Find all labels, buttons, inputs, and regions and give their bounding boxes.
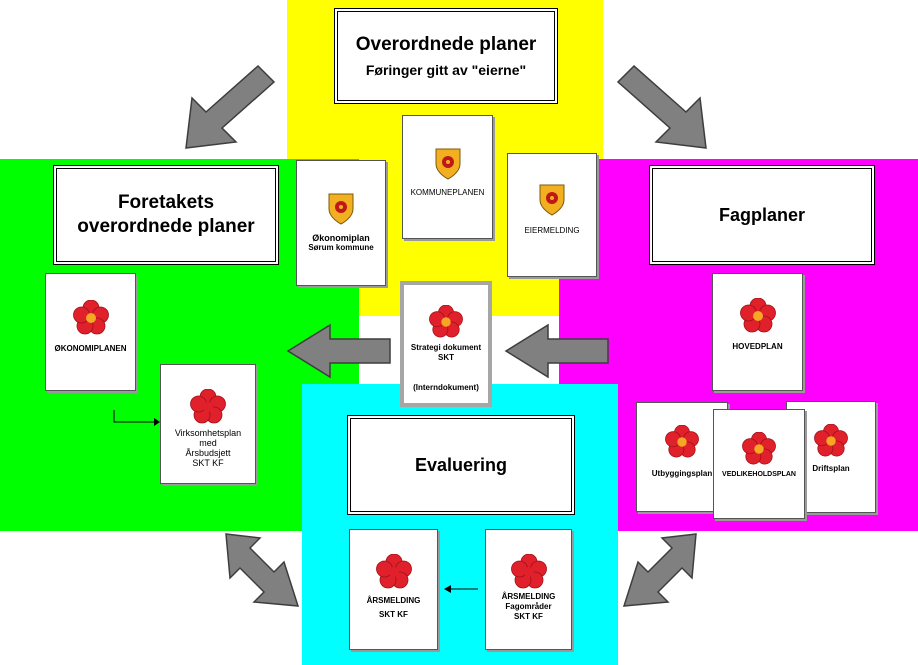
card-eiermelding: EIERMELDING bbox=[507, 153, 597, 277]
card-hovedplan-label: HOVEDPLAN bbox=[732, 342, 783, 351]
arrow-center-to-left bbox=[286, 323, 391, 379]
card-arsmelding: ÅRSMELDING SKT KF bbox=[349, 529, 438, 650]
arrow-top-left bbox=[185, 64, 276, 149]
card-arsmelding-line2: SKT KF bbox=[379, 610, 408, 619]
card-utbyggingsplan-label: Utbyggingsplan bbox=[651, 469, 713, 478]
card-hovedplan: HOVEDPLAN bbox=[712, 273, 803, 391]
top-title: Overordnede planer bbox=[355, 34, 537, 55]
card-arsmelding-line1: ÅRSMELDING bbox=[366, 596, 421, 605]
card-okonomiplanen: ØKONOMIPLANEN bbox=[45, 273, 136, 391]
rose-icon bbox=[739, 298, 776, 334]
bottom-title-box: Evaluering bbox=[350, 418, 572, 512]
card-vedlikeholdsplan-label: VEDLIKEHOLDSPLAN bbox=[722, 471, 796, 478]
rose-icon bbox=[375, 554, 412, 590]
strategy-line1: Strategi dokument bbox=[410, 343, 482, 352]
rose-icon bbox=[665, 425, 699, 459]
left-title-box: Foretakets overordnede planer bbox=[56, 168, 276, 262]
card-eiermelding-label: EIERMELDING bbox=[524, 226, 580, 235]
card-virksomhetsplan-line3: Årsbudsjett bbox=[185, 448, 231, 458]
card-kommuneplan: KOMMUNEPLANEN bbox=[402, 115, 493, 239]
top-subtitle: Føringer gitt av "eierne" bbox=[365, 62, 527, 78]
strategy-line2: SKT bbox=[438, 353, 454, 362]
strategy-note: (Interndokument) bbox=[413, 383, 479, 392]
card-kommuneplan-label: KOMMUNEPLANEN bbox=[410, 188, 485, 197]
shield-icon bbox=[539, 184, 565, 216]
shield-icon bbox=[435, 148, 461, 180]
card-vedlikeholdsplan: VEDLIKEHOLDSPLAN bbox=[713, 409, 805, 519]
right-title-box: Fagplaner bbox=[652, 168, 872, 262]
rose-icon bbox=[190, 389, 226, 425]
rose-icon bbox=[814, 424, 848, 458]
rose-icon bbox=[510, 554, 547, 590]
left-title-line1: Foretakets bbox=[117, 192, 215, 213]
bottom-title: Evaluering bbox=[414, 454, 508, 475]
connector-arrow-icon bbox=[113, 410, 160, 426]
card-virksomhetsplan-line2: med bbox=[199, 438, 217, 448]
card-okonomiplanen-label: ØKONOMIPLANEN bbox=[54, 344, 127, 353]
card-arsmelding-fagomrader: ÅRSMELDING Fagområder SKT KF bbox=[485, 529, 572, 650]
arrow-right-to-center bbox=[504, 323, 609, 379]
arrow-top-right bbox=[616, 64, 707, 149]
card-okonomiplan-line1: Økonomiplan bbox=[312, 233, 370, 243]
card-okonomiplan-kommune: Økonomiplan Sørum kommune bbox=[296, 160, 386, 286]
card-virksomhetsplan: Virksomhetsplan med Årsbudsjett SKT KF bbox=[160, 364, 256, 484]
card-okonomiplan-line2: Sørum kommune bbox=[308, 243, 374, 252]
card-arsmelding-fag-line2: Fagområder bbox=[505, 602, 552, 611]
shield-icon bbox=[328, 193, 354, 225]
arrow-bottom-left-double bbox=[225, 533, 300, 607]
strategy-document-card: Strategi dokument SKT (Interndokument) bbox=[400, 281, 492, 407]
left-title-line2: overordnede planer bbox=[77, 216, 255, 237]
rose-icon bbox=[72, 300, 109, 336]
card-virksomhetsplan-line1: Virksomhetsplan bbox=[174, 428, 242, 438]
arrow-bottom-right-double bbox=[622, 533, 697, 607]
card-virksomhetsplan-line4: SKT KF bbox=[192, 458, 224, 468]
card-driftsplan-label: Driftsplan bbox=[812, 464, 850, 473]
card-utbyggingsplan: Utbyggingsplan bbox=[636, 402, 728, 512]
rose-icon bbox=[742, 432, 776, 466]
card-arsmelding-fag-line3: SKT KF bbox=[514, 612, 543, 621]
card-arsmelding-fag-line1: ÅRSMELDING bbox=[501, 592, 556, 601]
evaluation-arrow-icon bbox=[444, 585, 478, 593]
top-title-box: Overordnede planer Føringer gitt av "eie… bbox=[337, 11, 555, 101]
rose-icon bbox=[429, 305, 463, 339]
right-title: Fagplaner bbox=[718, 204, 806, 225]
